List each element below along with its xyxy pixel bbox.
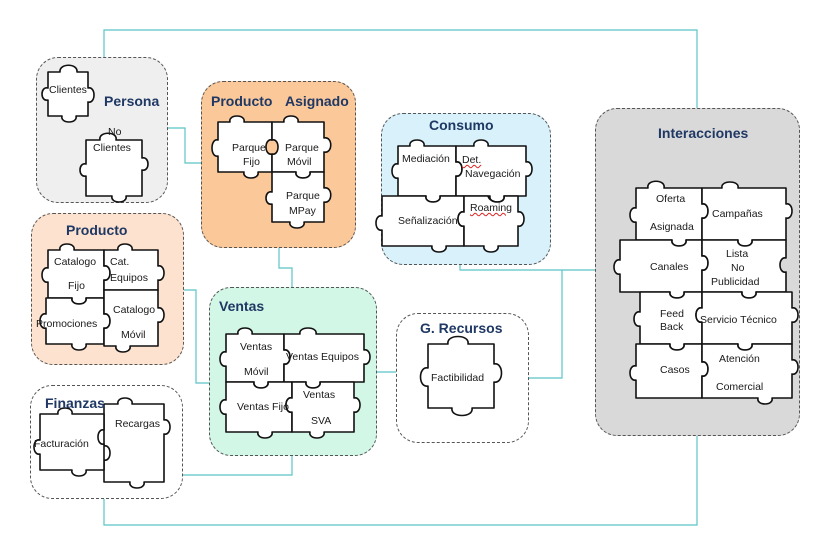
interacciones-label-back: Back [660, 321, 684, 333]
consumo-label-det: Det. [462, 154, 482, 166]
persona-piece-no-clientes [79, 132, 149, 203]
ventas-label-ventas-2: Ventas [303, 389, 336, 401]
interacciones-label-oferta: Oferta [656, 193, 686, 205]
producto-label-catalogo-2: Catalogo [113, 304, 156, 316]
interacciones-label-servicio-tecnico: Servicio Técnico [700, 314, 777, 326]
producto-asignado-piece-parque-mpay [265, 171, 332, 229]
finanzas-piece-recargas [103, 397, 171, 489]
ventas-piece-ventas-equipos [283, 327, 371, 389]
persona-to-producto-asignado [168, 127, 203, 164]
consumo-label-roaming: Roaming [470, 202, 513, 214]
persona-label-clientes: Clientes [49, 84, 87, 96]
producto-label-catalogo-1: Catalogo [54, 256, 97, 268]
producto-label-cat: Cat. [110, 256, 130, 268]
persona-label-no: No [108, 126, 122, 138]
finanzas-label-facturacion: Facturación [34, 438, 89, 450]
ventas-label-ventas-fijo: Ventas Fijo [237, 401, 289, 413]
producto-label-promociones: Promociones [36, 318, 98, 330]
ventas-label-ventas-1: Ventas [240, 341, 273, 353]
interacciones-label-publicidad: Publicidad [711, 276, 760, 288]
consumo-piece-det-navegacion [455, 139, 533, 203]
interacciones-label-comercial: Comercial [716, 381, 764, 393]
ventas-piece-ventas-movil [219, 327, 291, 389]
interacciones-label-no: No [731, 262, 745, 274]
producto-asignado-label-parque-1: Parque [232, 142, 266, 154]
producto-label-equipos: Equipos [110, 272, 148, 284]
ventas-label-ventas-equipos: Ventas Equipos [286, 351, 359, 363]
persona-piece-clientes [41, 64, 95, 123]
producto-piece-catalogo-fijo [41, 243, 111, 305]
producto-piece-catalogo-movil [103, 289, 165, 353]
ventas-to-finanzas [182, 455, 293, 476]
consumo-label-mediacion: Mediación [402, 153, 450, 165]
producto-asignado-label-parque-2: Parque [285, 142, 319, 154]
ventas-title: Ventas [219, 298, 265, 314]
producto-asignado-label-fijo: Fijo [243, 156, 260, 168]
consumo-piece-mediacion [391, 139, 463, 203]
finanzas-label-recargas: Recargas [115, 418, 160, 430]
persona-label-clientes-2: Clientes [93, 142, 131, 154]
ventas-piece-ventas-sva [285, 381, 361, 439]
interacciones-title: Interacciones [658, 125, 749, 141]
producto-asignado-to-ventas [278, 247, 293, 290]
ventas-label-sva: SVA [311, 415, 332, 427]
producto-asignado-label-movil: Móvil [287, 156, 312, 168]
interacciones-label-asignada: Asignada [650, 221, 694, 233]
consumo-piece-roaming [457, 195, 525, 253]
g-recursos-to-interacciones [528, 270, 563, 379]
producto-title: Producto [66, 222, 128, 238]
interacciones-label-lista: Lista [726, 248, 749, 260]
consumo-to-interacciones [459, 264, 595, 271]
producto-asignado-label-parque-3: Parque [286, 190, 320, 202]
interacciones-label-feed: Feed [660, 308, 684, 320]
ventas-label-movil: Móvil [244, 366, 269, 378]
producto-label-movil: Móvil [121, 329, 146, 341]
interacciones-label-atencion: Atención [719, 353, 760, 365]
finanzas-title: Finanzas [45, 395, 105, 411]
interacciones-label-casos: Casos [660, 364, 690, 376]
interacciones-piece-atencion-comercial [701, 343, 799, 405]
consumo-label-navegacion: Navegación [465, 168, 521, 180]
producto-asignado-title-b: Asignado [285, 93, 349, 109]
producto-label-fijo: Fijo [68, 280, 85, 292]
producto-piece-cat-equipos [103, 243, 165, 291]
g-recursos-label-factibilidad: Factibilidad [431, 372, 485, 384]
producto-asignado-label-mpay: MPay [289, 205, 316, 217]
interacciones-piece-oferta-asignada [629, 180, 709, 247]
persona-title: Persona [104, 93, 160, 109]
g-recursos-piece-factibilidad [419, 335, 503, 417]
g-recursos-title: G. Recursos [420, 320, 503, 336]
interacciones-label-campanas: Campañas [712, 208, 763, 220]
finanzas-piece-facturacion [33, 407, 105, 477]
consumo-label-senalizacion: Señalización [398, 215, 458, 227]
producto-to-ventas [183, 289, 210, 384]
interacciones-label-canales: Canales [650, 261, 689, 273]
consumo-title: Consumo [429, 117, 494, 133]
producto-asignado-title-a: Producto [211, 93, 273, 109]
bottom-connector [103, 435, 698, 526]
